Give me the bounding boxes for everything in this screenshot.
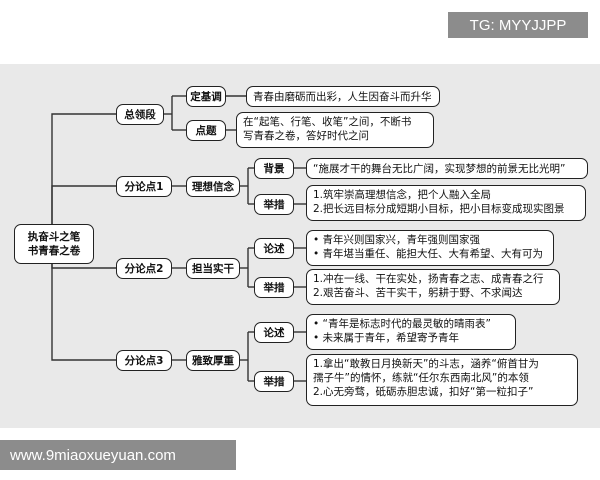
intro-tone-label: 定基调 (186, 86, 226, 107)
p3-topic: 雅致厚重 (186, 350, 240, 371)
watermark-top: TG: MYYJJPP (448, 12, 588, 38)
p2-argument-content: 青年兴则国家兴，青年强则国家强 青年堪当重任、能担大任、大有希望、大有可为 (306, 230, 554, 266)
p3-argument-label: 论述 (254, 322, 294, 343)
p1-background-label: 背景 (254, 158, 294, 179)
p1-topic: 理想信念 (186, 176, 240, 197)
branch-point-2: 分论点2 (116, 258, 172, 279)
branch-point-1: 分论点1 (116, 176, 172, 197)
p3-argument-1: “青年是标志时代的最灵敏的晴雨表” (313, 317, 491, 331)
intro-point-label: 点题 (186, 120, 226, 141)
p2-measures-content: 1.冲在一线、干在实处，扬青春之志、成青春之行 2.艰苦奋斗、苦干实干，躬耕于野… (306, 269, 560, 305)
p1-measure-2: 2.把长远目标分成短期小目标，把小目标变成现实图景 (313, 203, 565, 215)
branch-intro: 总领段 (116, 104, 164, 125)
watermark-bottom: www.9miaoxueyuan.com (0, 440, 236, 470)
p2-measures-label: 举措 (254, 277, 294, 298)
p3-measures-label: 举措 (254, 371, 294, 392)
intro-tone-content: 青春由磨砺而出彩，人生因奋斗而升华 (246, 86, 440, 107)
root-node: 执奋斗之笔 书青春之卷 (14, 224, 94, 264)
p2-measure-1: 1.冲在一线、干在实处，扬青春之志、成青春之行 (313, 273, 544, 285)
branch-point-3: 分论点3 (116, 350, 172, 371)
p3-measure-1: 1.拿出“敢教日月换新天”的斗志，涵养“俯首甘为 (313, 358, 539, 370)
p2-argument-label: 论述 (254, 238, 294, 259)
p3-argument-2: 未来属于青年，希望寄予青年 (313, 331, 460, 345)
p2-argument-2: 青年堪当重任、能担大任、大有希望、大有可为 (313, 247, 544, 261)
p1-measures-content: 1.筑牢崇高理想信念，把个人融入全局 2.把长远目标分成短期小目标，把小目标变成… (306, 185, 586, 221)
p1-measure-1: 1.筑牢崇高理想信念，把个人融入全局 (313, 189, 492, 201)
root-line-2: 书青春之卷 (27, 245, 81, 257)
p3-measures-content: 1.拿出“敢教日月换新天”的斗志，涵养“俯首甘为 孺子牛”的情怀，练就“任尔东西… (306, 354, 578, 406)
intro-point-content: 在“起笔、行笔、收笔”之间，不断书 写青春之卷，答好时代之问 (236, 112, 434, 148)
p2-argument-1: 青年兴则国家兴，青年强则国家强 (313, 233, 481, 247)
p3-measure-2: 2.心无旁骛，砥砺赤胆忠诚，扣好“第一粒扣子” (313, 386, 534, 398)
p1-measures-label: 举措 (254, 194, 294, 215)
intro-point-line-1: 在“起笔、行笔、收笔”之间，不断书 (243, 116, 412, 128)
p1-background-content: “施展才干的舞台无比广阔，实现梦想的前景无比光明” (306, 158, 588, 179)
intro-point-line-2: 写青春之卷，答好时代之问 (243, 130, 369, 142)
root-line-1: 执奋斗之笔 (27, 231, 81, 243)
p3-argument-content: “青年是标志时代的最灵敏的晴雨表” 未来属于青年，希望寄予青年 (306, 314, 516, 350)
p2-measure-2: 2.艰苦奋斗、苦干实干，躬耕于野、不求闻达 (313, 287, 523, 299)
p2-topic: 担当实干 (186, 258, 240, 279)
p3-measure-1-cont: 孺子牛”的情怀，练就“任尔东西南北风”的本领 (313, 372, 529, 384)
